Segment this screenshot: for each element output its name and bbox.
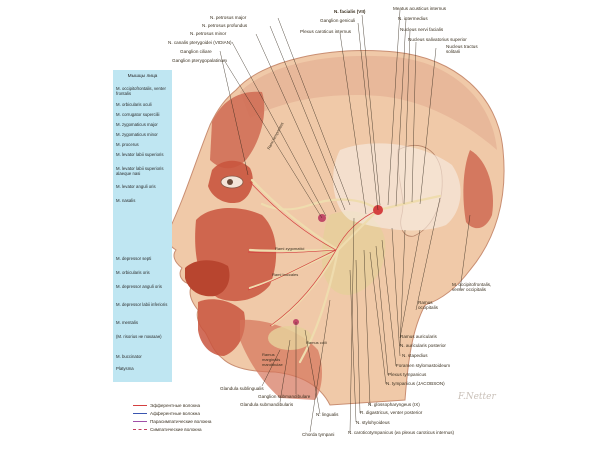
occipitalis-muscle xyxy=(463,150,494,229)
parotid-gland xyxy=(322,211,386,296)
label-venter-occipitalis: M. occipitofrontalis, venter occipitalis xyxy=(452,282,492,292)
muscle-label: M. levator labii superioris alaeque nasi xyxy=(116,166,164,176)
mouth-muscle xyxy=(185,260,230,297)
label-ramus-auricularis: Ramus auricularis xyxy=(400,334,437,339)
label-petrosus-minor: N. petrosus minor xyxy=(190,31,227,36)
muscle-label: M. depressor anguli oris xyxy=(116,284,162,289)
label-ramus-mandibularis: Ramus marginalis mandibulae xyxy=(262,352,283,367)
muscle-label: Platysma xyxy=(116,366,134,371)
label-n-stapedius: N. stapedius xyxy=(402,353,428,358)
facial-nerve-branches xyxy=(248,178,442,364)
legend-swatch xyxy=(133,413,147,414)
legend-item: Симпатические волокна xyxy=(133,427,253,433)
label-n-intermedius: N. intermedius xyxy=(398,16,428,21)
legend-label: Парасимпатические волокна xyxy=(150,419,212,424)
label-r-digastricus: R. digastricus, venter posterior xyxy=(360,410,423,415)
muscles-panel: Мышцы лица M. occipitofrontalis, venter … xyxy=(113,70,172,382)
label-foramen-stylomastoideum: Foramen stylomastoideum xyxy=(396,363,451,368)
muscles-panel-title: Мышцы лица xyxy=(127,74,158,79)
chin-muscles xyxy=(198,299,246,356)
label-caroticotympanicus: N. caroticotympanicus (из plexus carotic… xyxy=(348,430,455,435)
label-rami-buccales: Rami buccales xyxy=(272,272,299,277)
label-rami-zygomatici: Rami zygomatici xyxy=(275,246,305,251)
muscle-label: M. buccinator xyxy=(116,354,142,359)
label-plexus-tympanicus: Plexus tympanicus xyxy=(388,372,427,377)
muscle-label: M. mentalis xyxy=(116,320,138,325)
frontalis-muscle xyxy=(210,91,265,169)
label-glandula-submandibularis: Glandula submandibularis xyxy=(240,402,294,407)
muscle-label: M. depressor labii inferioris xyxy=(116,302,168,307)
label-ganglion-geniculi: Ganglion geniculi xyxy=(320,18,356,23)
label-nucleus-facialis: Nucleus nervi facialis xyxy=(400,27,444,32)
label-glandula-sublingualis: Glandula sublingualis xyxy=(220,386,264,391)
muscle-label: M. depressor septi xyxy=(116,256,152,261)
label-plexus-caroticus: Plexus caroticus internus xyxy=(300,29,352,34)
label-n-tympanicus: N. tympanicus (JACOBSON) xyxy=(386,381,445,386)
legend-label: Эфферентные волокна xyxy=(150,403,201,408)
legend-item: Эфферентные волокна xyxy=(133,403,253,409)
label-nucleus-salivatorius: Nucleus salivatorius superior xyxy=(408,37,467,42)
label-canalis-pterygoidei: N. canalis pterygoidei (VIDIAN) xyxy=(168,40,232,45)
label-n-facialis: N. facialis (VII) xyxy=(334,9,366,14)
muscle-label: (M. risorius не показан) xyxy=(116,334,162,339)
muscle-label: M. nasalis xyxy=(116,198,136,203)
label-petrosus-major: N. petrosus major xyxy=(210,15,247,20)
leader-lines xyxy=(219,9,471,433)
label-n-lingualis: N. lingualis xyxy=(316,412,339,417)
label-ganglion-submandibulare: Ganglion submandibulare xyxy=(258,394,311,399)
muscle-label: M. levator anguli oris xyxy=(116,184,156,189)
legend-swatch xyxy=(133,405,147,406)
label-ramus-occipitalis: Ramus occipitalis xyxy=(418,300,438,310)
label-petrosus-profundus: N. petrosus profundus xyxy=(202,23,248,28)
muscle-label: M. corrugator supercilii xyxy=(116,112,160,117)
legend-swatch xyxy=(133,429,147,430)
legend-item: Парасимпатические волокна xyxy=(133,419,253,425)
artist-signature: F.Netter xyxy=(458,392,496,402)
submandibular-gland xyxy=(268,326,312,350)
legend-label: Афферентные волокна xyxy=(150,411,200,416)
label-auricularis-posterior: N. auricularis posterior xyxy=(400,343,446,348)
label-ramus-colli: Ramus colli xyxy=(306,340,327,345)
muscle-label: M. orbicularis oculi xyxy=(116,102,152,107)
label-nucleus-tractus: Nucleus tractus solitarii xyxy=(446,44,478,54)
muscle-label: M. zygomaticus major xyxy=(116,122,158,127)
muscle-label: M. occipitofrontalis, venter frontalis xyxy=(116,86,166,96)
label-chorda-tympani: Chorda tympani xyxy=(302,432,335,437)
label-meatus-acusticus: Meatus acusticus internus xyxy=(393,6,447,11)
muscle-label: M. levator labii superioris xyxy=(116,152,164,157)
red-efferent-lines xyxy=(247,181,379,327)
label-n-stylohyoideus: N. stylohyoideus xyxy=(356,420,390,425)
legend-swatch xyxy=(133,421,147,422)
muscle-label: M. orbicularis oris xyxy=(116,270,150,275)
legend-item: Афферентные волокна xyxy=(133,411,253,417)
legend-label: Симпатические волокна xyxy=(150,427,202,432)
label-ganglion-pterygopalatinum: Ganglion pterygopalatinum xyxy=(172,58,227,63)
muscle-label: M. procerus xyxy=(116,142,139,147)
label-ganglion-ciliare: Ganglion ciliare xyxy=(180,49,212,54)
muscle-label: M. zygomaticus minor xyxy=(116,132,158,137)
label-glossopharyngeus: N. glossopharyngeus (IX) xyxy=(368,402,420,407)
